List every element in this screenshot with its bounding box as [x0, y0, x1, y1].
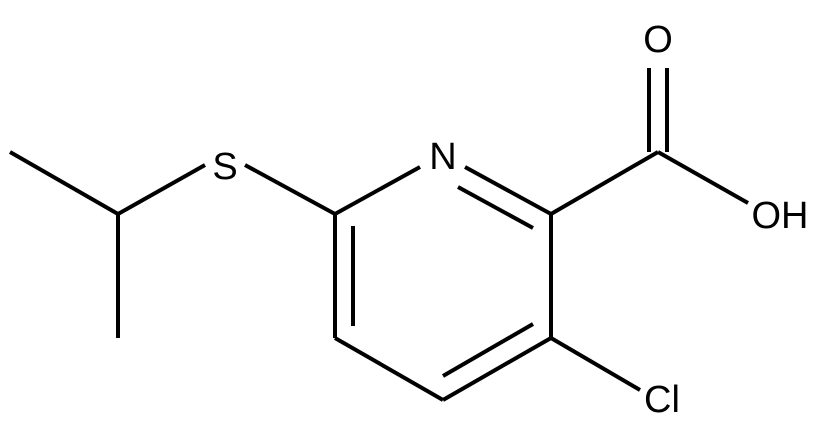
atom-label-chlorine: Cl: [644, 379, 680, 421]
bond-c2-carboxyl: [549, 150, 660, 216]
bond-c3-c4-inner: [441, 322, 535, 378]
atom-label-hydroxyl: OH: [752, 195, 809, 237]
atom-label-carbonyl-oxygen: O: [643, 19, 673, 61]
bond-s-c6: [244, 163, 336, 216]
atom-label-nitrogen: N: [429, 136, 456, 178]
bond-n-c2: [464, 165, 552, 216]
bond-c4-c5: [334, 336, 444, 402]
bond-methyl1-ch: [9, 150, 119, 216]
bond-carboxyl-oh: [657, 150, 749, 205]
bond-c6-n: [334, 165, 421, 216]
bond-c3-cl: [549, 336, 642, 392]
bond-ch-s: [117, 163, 206, 216]
atom-label-sulfur: S: [212, 146, 237, 188]
bond-n-c2-inner: [457, 185, 534, 230]
bond-c3-c4: [442, 336, 552, 402]
